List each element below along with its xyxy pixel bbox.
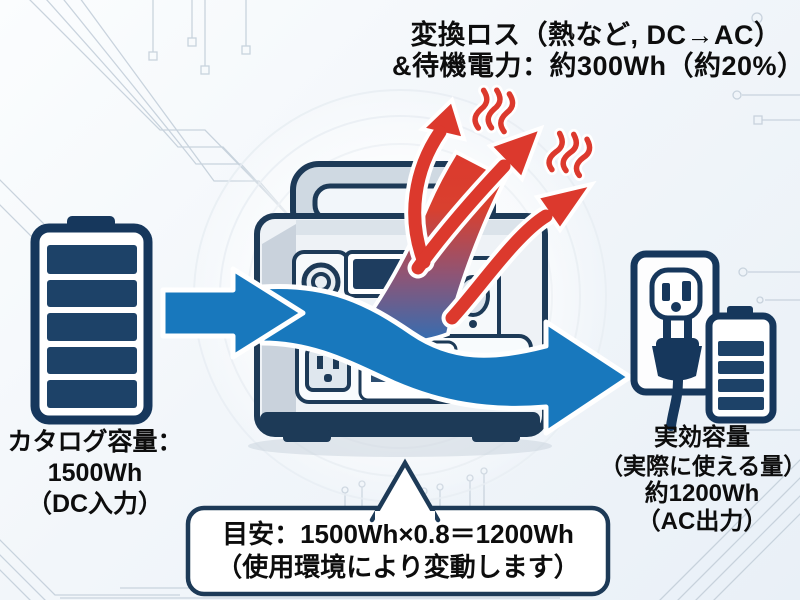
catalog-capacity-line2: 1500Wh (47, 459, 143, 487)
catalog-capacity-line1: カタログ容量： (7, 428, 183, 456)
estimate-note-label: 目安：1500Wh×0.8＝1200Wh （使用環境により変動します） (198, 518, 598, 584)
estimate-note-line2: （使用環境により変動します） (216, 552, 580, 582)
battery-full-icon (30, 216, 153, 425)
catalog-capacity-line3: （DC入力） (26, 490, 164, 518)
device-foot (283, 430, 331, 442)
callout-pointer (369, 458, 441, 523)
device-foot (472, 430, 520, 442)
effective-capacity-label: 実効容量 （実際に使える量） 約1200Wh （AC出力） (600, 424, 800, 536)
output-flow-arrow (259, 283, 633, 436)
effective-capacity-line4: （AC出力） (636, 508, 768, 535)
heat-loss-arrows (404, 84, 597, 329)
battery-output-icon (705, 306, 777, 424)
effective-capacity-line1: 実効容量 (654, 424, 750, 451)
conversion-loss-line1: 変換ロス（熱など, DC→AC） (410, 20, 782, 50)
effective-capacity-line2: （実際に使える量） (600, 453, 800, 479)
effective-capacity-line3: 約1200Wh (644, 480, 760, 507)
callout-bubble (185, 458, 611, 597)
device-base (260, 412, 540, 434)
catalog-capacity-label: カタログ容量： 1500Wh （DC入力） (0, 427, 190, 520)
conversion-loss-line2: &待機電力：約300Wh（約20%） (392, 51, 800, 81)
input-arrow (160, 266, 306, 360)
heat-wave-icon (469, 84, 596, 181)
conversion-loss-label: 変換ロス（熱など, DC→AC） &待機電力：約300Wh（約20%） (392, 20, 800, 82)
estimate-note-line1: 目安：1500Wh×0.8＝1200Wh (222, 519, 574, 549)
plug-icon (652, 316, 702, 431)
